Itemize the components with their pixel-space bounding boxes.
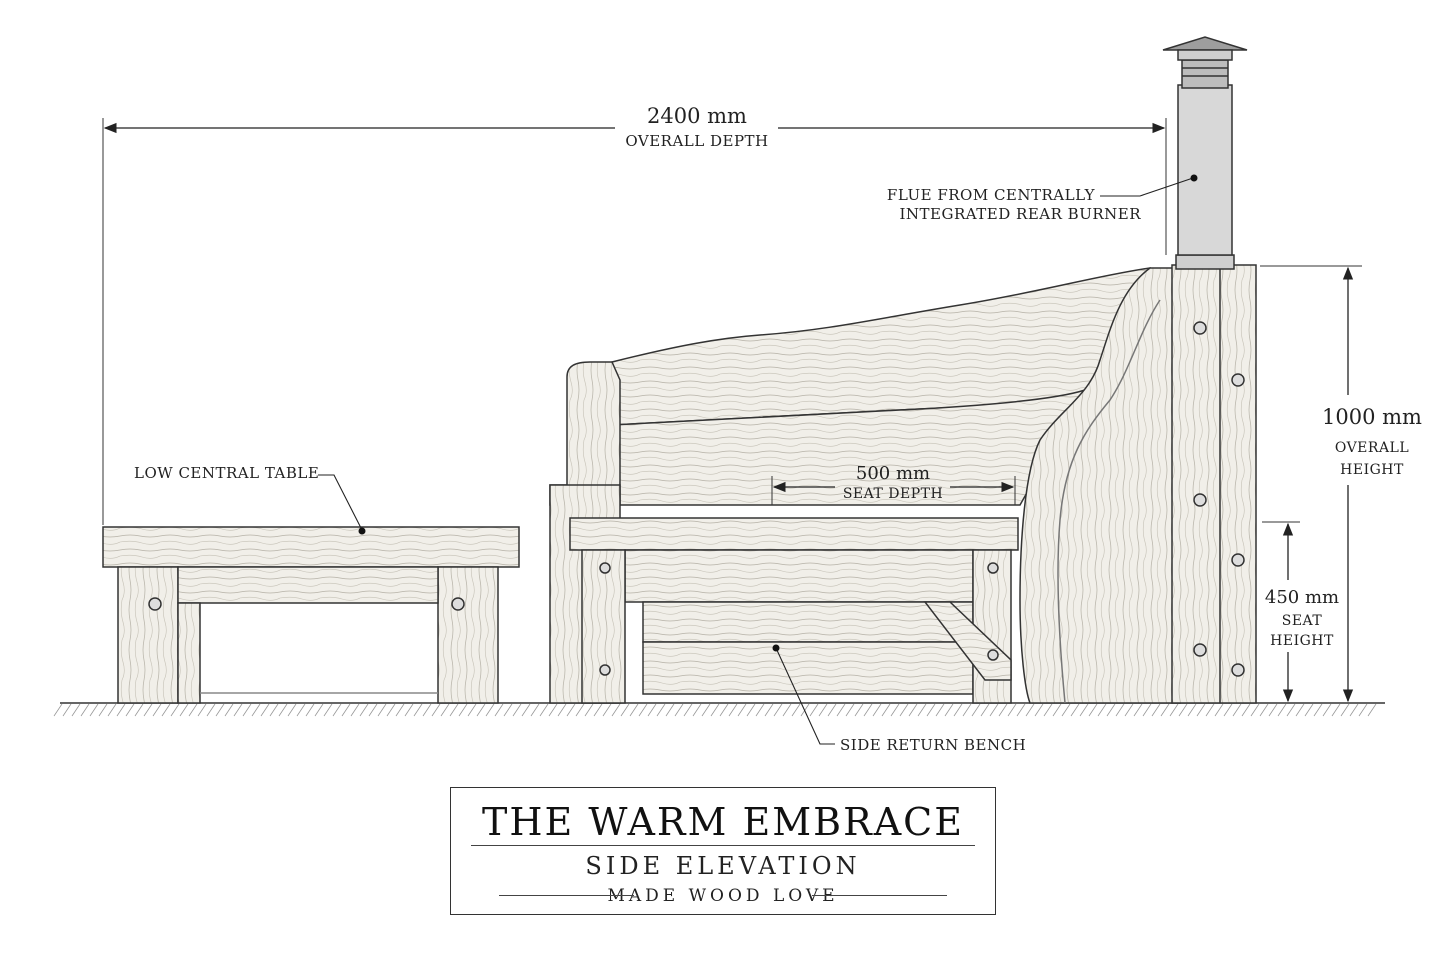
- bench-callout-label: SIDE RETURN BENCH: [840, 736, 1026, 754]
- overall-height-value: 1000 mm: [1322, 405, 1422, 429]
- table-top: [102, 526, 520, 568]
- table-callout-label: LOW CENTRAL TABLE: [134, 464, 319, 482]
- overall-height-caption-2: HEIGHT: [1340, 462, 1404, 478]
- ground-line: [53, 702, 1385, 717]
- table-apron: [177, 566, 439, 604]
- flue-callout-line2: INTEGRATED REAR BURNER: [899, 205, 1141, 223]
- seat-depth-value: 500 mm: [856, 463, 930, 484]
- overall-height-caption-1: OVERALL: [1335, 440, 1409, 456]
- drawing-title: THE WARM EMBRACE: [482, 800, 964, 844]
- seat-height-dimension: 450 mm SEAT HEIGHT: [1262, 521, 1339, 703]
- rear-live-edge-panel: [1019, 264, 1257, 704]
- overall-depth-value: 2400 mm: [647, 104, 747, 128]
- bench-seat: [569, 517, 1019, 551]
- title-divider: [471, 845, 975, 846]
- overall-height-dimension: 1000 mm OVERALL HEIGHT: [1260, 265, 1422, 704]
- maker-row: MADE WOOD LOVE: [451, 886, 995, 906]
- overall-depth-caption: OVERALL DEPTH: [625, 132, 768, 150]
- drawing-subtitle: SIDE ELEVATION: [585, 852, 861, 880]
- table-leg-right: [437, 566, 499, 704]
- rear-post: [1171, 264, 1257, 704]
- arm-post: [549, 361, 621, 506]
- flue-callout-line1: FLUE FROM CENTRALLY: [887, 186, 1096, 204]
- maker-rule-right: [812, 895, 947, 896]
- bench-callout: SIDE RETURN BENCH: [772, 644, 1026, 754]
- low-central-table: [102, 526, 520, 704]
- side-return-bench: [549, 267, 1151, 704]
- backrest-lower-slab: [611, 388, 1087, 506]
- flue-callout: FLUE FROM CENTRALLY INTEGRATED REAR BURN…: [887, 174, 1198, 223]
- seat-height-value: 450 mm: [1265, 587, 1339, 608]
- table-leg-left: [117, 566, 179, 704]
- seat-height-caption-1: SEAT: [1282, 613, 1323, 629]
- maker-label: MADE WOOD LOVE: [607, 886, 839, 906]
- seat-depth-caption: SEAT DEPTH: [843, 486, 943, 502]
- overall-depth-dimension: 2400 mm OVERALL DEPTH: [102, 104, 1167, 525]
- seat-depth-dimension: 500 mm SEAT DEPTH: [771, 463, 1016, 505]
- table-callout: LOW CENTRAL TABLE: [134, 464, 366, 535]
- seat-height-caption-2: HEIGHT: [1270, 633, 1334, 649]
- flue-pipe: [1162, 36, 1248, 270]
- maker-rule-left: [499, 895, 634, 896]
- title-block: THE WARM EMBRACE SIDE ELEVATION MADE WOO…: [450, 787, 996, 915]
